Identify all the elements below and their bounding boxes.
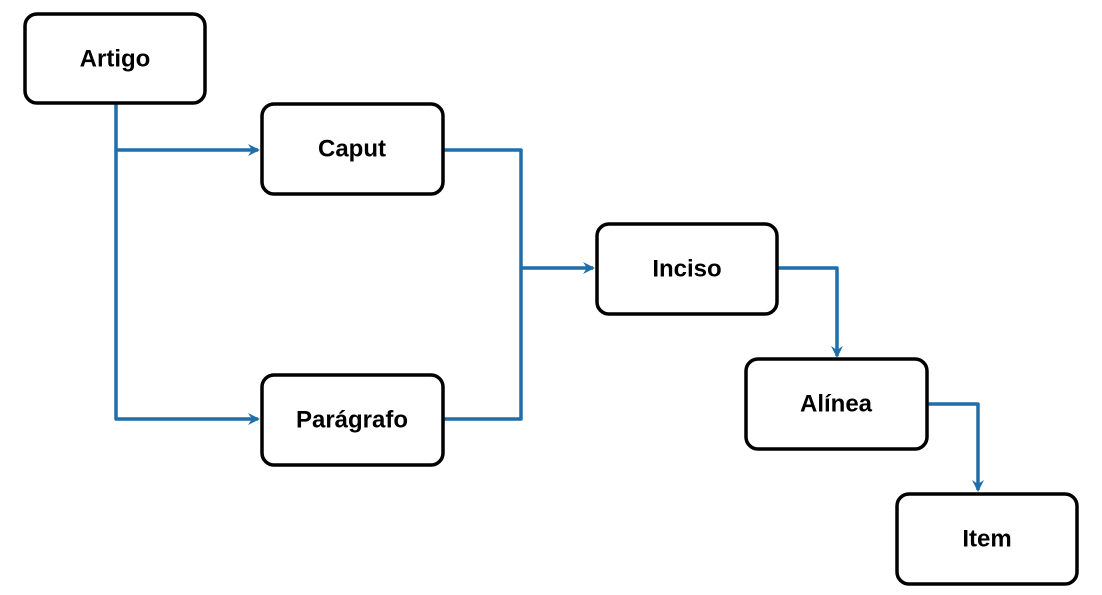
connector-inciso-alinea	[777, 266, 843, 358]
connector-alinea-item	[927, 402, 984, 492]
node-artigo: Artigo	[23, 12, 207, 105]
node-item-label: Item	[962, 526, 1011, 553]
node-paragrafo-label: Parágrafo	[296, 407, 408, 434]
node-item-box	[895, 492, 1079, 586]
node-caput: Caput	[260, 102, 445, 196]
node-paragrafo: Parágrafo	[260, 373, 445, 467]
connector-artigo-caput	[114, 103, 260, 156]
node-inciso-box	[595, 222, 779, 316]
connectors	[114, 103, 984, 492]
node-alinea: Alínea	[744, 357, 929, 451]
node-caput-label: Caput	[318, 136, 386, 163]
connector-paragrafo-inciso	[443, 262, 595, 421]
connector-caput-inciso	[443, 148, 523, 268]
connector-artigo-paragrafo	[114, 150, 260, 425]
node-alinea-box	[744, 357, 929, 451]
node-artigo-label: Artigo	[80, 46, 151, 73]
node-paragrafo-box	[260, 373, 445, 467]
node-artigo-box	[23, 12, 207, 105]
node-alinea-label: Alínea	[800, 391, 873, 418]
node-caput-box	[260, 102, 445, 196]
node-inciso: Inciso	[595, 222, 779, 316]
node-inciso-label: Inciso	[652, 256, 721, 283]
node-item: Item	[895, 492, 1079, 586]
